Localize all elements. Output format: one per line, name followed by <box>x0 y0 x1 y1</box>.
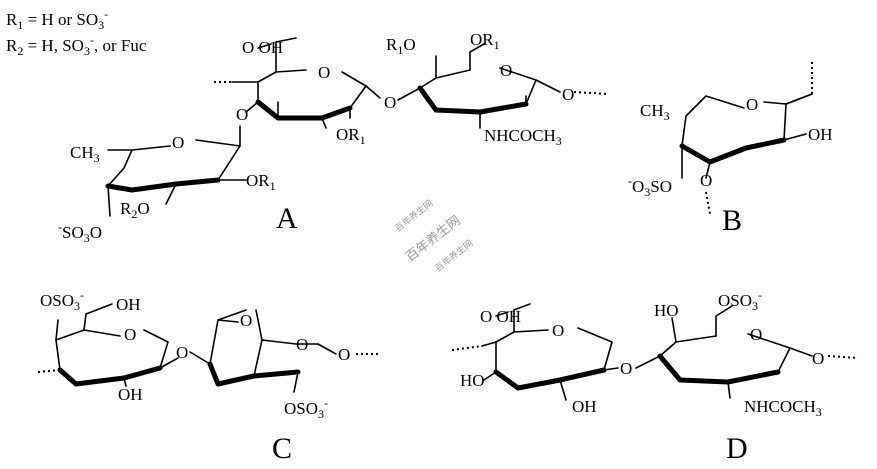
structure-c-anhydro-ring-o: O <box>296 335 308 354</box>
legend-r2: R2 = H, SO3-, or Fuc <box>6 33 147 58</box>
structure-d-ho-top: HO <box>654 301 679 320</box>
structure-a-nhacetyl: NHCOCH3 <box>484 126 562 148</box>
structure-a-fuc-ring <box>105 125 247 217</box>
legend-r1: R1 = H or SO3- <box>6 7 108 32</box>
structure-c: OSO3- OH O OH O O O O OSO3- C <box>37 288 380 465</box>
structure-d-nhacetyl: NHCOCH3 <box>744 397 822 419</box>
watermark-line-1: 百年养生网 <box>392 197 435 234</box>
structure-c-oh-bottom: OH <box>118 385 143 404</box>
structure-a-ch3: CH3 <box>70 143 100 165</box>
structure-b-so3o: -O3SO <box>628 174 672 199</box>
structure-b-ring-o: O <box>746 95 758 114</box>
structure-a-glyco-o-1: O <box>236 105 248 124</box>
structure-a-galnac-ring <box>397 43 609 129</box>
structure-a-or1-fuc: OR1 <box>246 171 276 193</box>
structure-d-glyco-o: O <box>620 359 632 378</box>
structure-d-oso3: OSO3- <box>718 288 762 313</box>
structure-c-gal-ring-o: O <box>124 325 136 344</box>
structure-a-r1o: R1O <box>386 35 416 57</box>
structure-a-glyco-o-2: O <box>384 93 396 112</box>
structure-a-galnac-ring-o: O <box>500 61 512 80</box>
structure-c-glyco-o-out: O <box>338 345 350 364</box>
structure-a-glca-ring-o: O <box>318 63 330 82</box>
structure-a-r2o: R2O <box>120 199 150 221</box>
structure-d-glyco-o-out: O <box>812 349 824 368</box>
structure-a-so3o: -SO3O <box>58 220 102 245</box>
structure-d-oh: OH <box>572 397 597 416</box>
structure-c-bridge-o: O <box>240 311 252 330</box>
structure-d-ho-left: HO <box>460 371 485 390</box>
legend: R1 = H or SO3- R2 = H, SO3-, or Fuc <box>6 7 147 58</box>
structure-a-cooh: O OH <box>242 38 283 57</box>
structure-a-glca-ring <box>214 37 381 129</box>
watermark: 百年养生网 百年养生网 百年养生网 <box>392 197 475 274</box>
structure-a-letter: A <box>276 202 298 235</box>
structure-b-ch3: CH3 <box>640 101 670 123</box>
structure-c-glyco-o: O <box>176 343 188 362</box>
structure-c-oso3-top: OSO3- <box>40 288 84 313</box>
structure-a-or1-top: OR1 <box>470 30 500 52</box>
structure-a-fuc-ring-o: O <box>172 133 184 152</box>
structure-c-oh-top: OH <box>116 295 141 314</box>
structure-d-glca-ring-o: O <box>552 321 564 340</box>
structure-b-letter: B <box>722 204 742 237</box>
structure-d-galnac-ring <box>635 305 859 399</box>
structure-d-cooh: O OH <box>480 307 521 326</box>
structure-d-galnac-ring-o: O <box>750 325 762 344</box>
structure-b-glyco-o: O <box>700 171 712 190</box>
structure-a-or1-mid: OR1 <box>336 125 366 147</box>
structure-c-anhydrogal-ring <box>189 309 380 393</box>
structure-d: O OH O HO OH O HO OSO3- O O NHCOCH3 D <box>451 288 859 465</box>
structure-b: CH3 O OH O -O3SO B <box>628 62 833 237</box>
structure-c-oso3-bottom: OSO3- <box>284 396 328 421</box>
structure-c-gal-ring <box>37 303 179 387</box>
structure-c-letter: C <box>272 432 292 465</box>
structure-a-glyco-o-3: O <box>562 85 574 104</box>
structure-a: O OH O O OR1 O R1O OR1 O O NHCOCH3 <box>58 30 609 245</box>
structure-b-oh: OH <box>808 125 833 144</box>
structure-d-letter: D <box>726 432 748 465</box>
structure-d-glca-ring <box>451 303 619 401</box>
structure-b-fuc-ring <box>679 62 813 215</box>
